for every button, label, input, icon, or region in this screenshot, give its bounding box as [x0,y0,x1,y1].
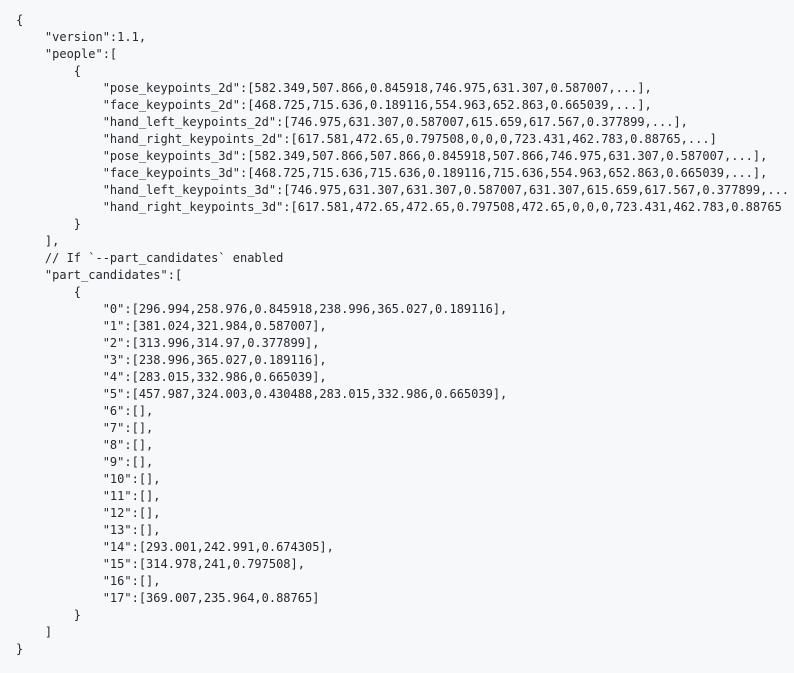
code-line: "12":[], [16,506,161,520]
code-line: "14":[293.001,242.991,0.674305], [16,540,334,554]
code-line: "15":[314.978,241,0.797508], [16,557,305,571]
code-line: "hand_right_keypoints_3d":[617.581,472.6… [16,200,782,214]
code-line: "hand_right_keypoints_2d":[617.581,472.6… [16,132,717,146]
code-line: "0":[296.994,258.976,0.845918,238.996,36… [16,302,508,316]
code-line: "version":1.1, [16,30,147,44]
code-line: "pose_keypoints_2d":[582.349,507.866,0.8… [16,81,652,95]
code-line: ], [16,234,60,248]
code-line: "8":[], [16,438,154,452]
code-line: "3":[238.996,365.027,0.189116], [16,353,327,367]
code-line: "face_keypoints_3d":[468.725,715.636,715… [16,166,768,180]
code-line: "10":[], [16,472,161,486]
code-line: { [16,13,24,27]
code-line: "13":[], [16,523,161,537]
code-comment-line: // If `--part_candidates` enabled [16,251,284,265]
code-line: "pose_keypoints_3d":[582.349,507.866,507… [16,149,768,163]
code-line: "5":[457.987,324.003,0.430488,283.015,33… [16,387,508,401]
code-line: "hand_left_keypoints_3d":[746.975,631.30… [16,183,790,197]
code-line: "9":[], [16,455,154,469]
code-line: "people":[ [16,47,118,61]
code-line: { [16,64,82,78]
code-line: "4":[283.015,332.986,0.665039], [16,370,327,384]
code-line: ] [16,625,53,639]
code-line: } [16,217,82,231]
code-line: "6":[], [16,404,154,418]
code-line: "16":[], [16,574,161,588]
code-line: } [16,608,82,622]
code-line: "face_keypoints_2d":[468.725,715.636,0.1… [16,98,652,112]
code-line: "7":[], [16,421,154,435]
code-line: "part_candidates":[ [16,268,183,282]
code-content: { "version":1.1, "people":[ { "pose_keyp… [16,13,790,656]
code-line: "hand_left_keypoints_2d":[746.975,631.30… [16,115,688,129]
code-line: } [16,642,24,656]
code-line: { [16,285,82,299]
code-line: "2":[313.996,314.97,0.377899], [16,336,320,350]
code-line: "11":[], [16,489,161,503]
code-line: "1":[381.024,321.984,0.587007], [16,319,327,333]
code-line: "17":[369.007,235.964,0.88765] [16,591,320,605]
